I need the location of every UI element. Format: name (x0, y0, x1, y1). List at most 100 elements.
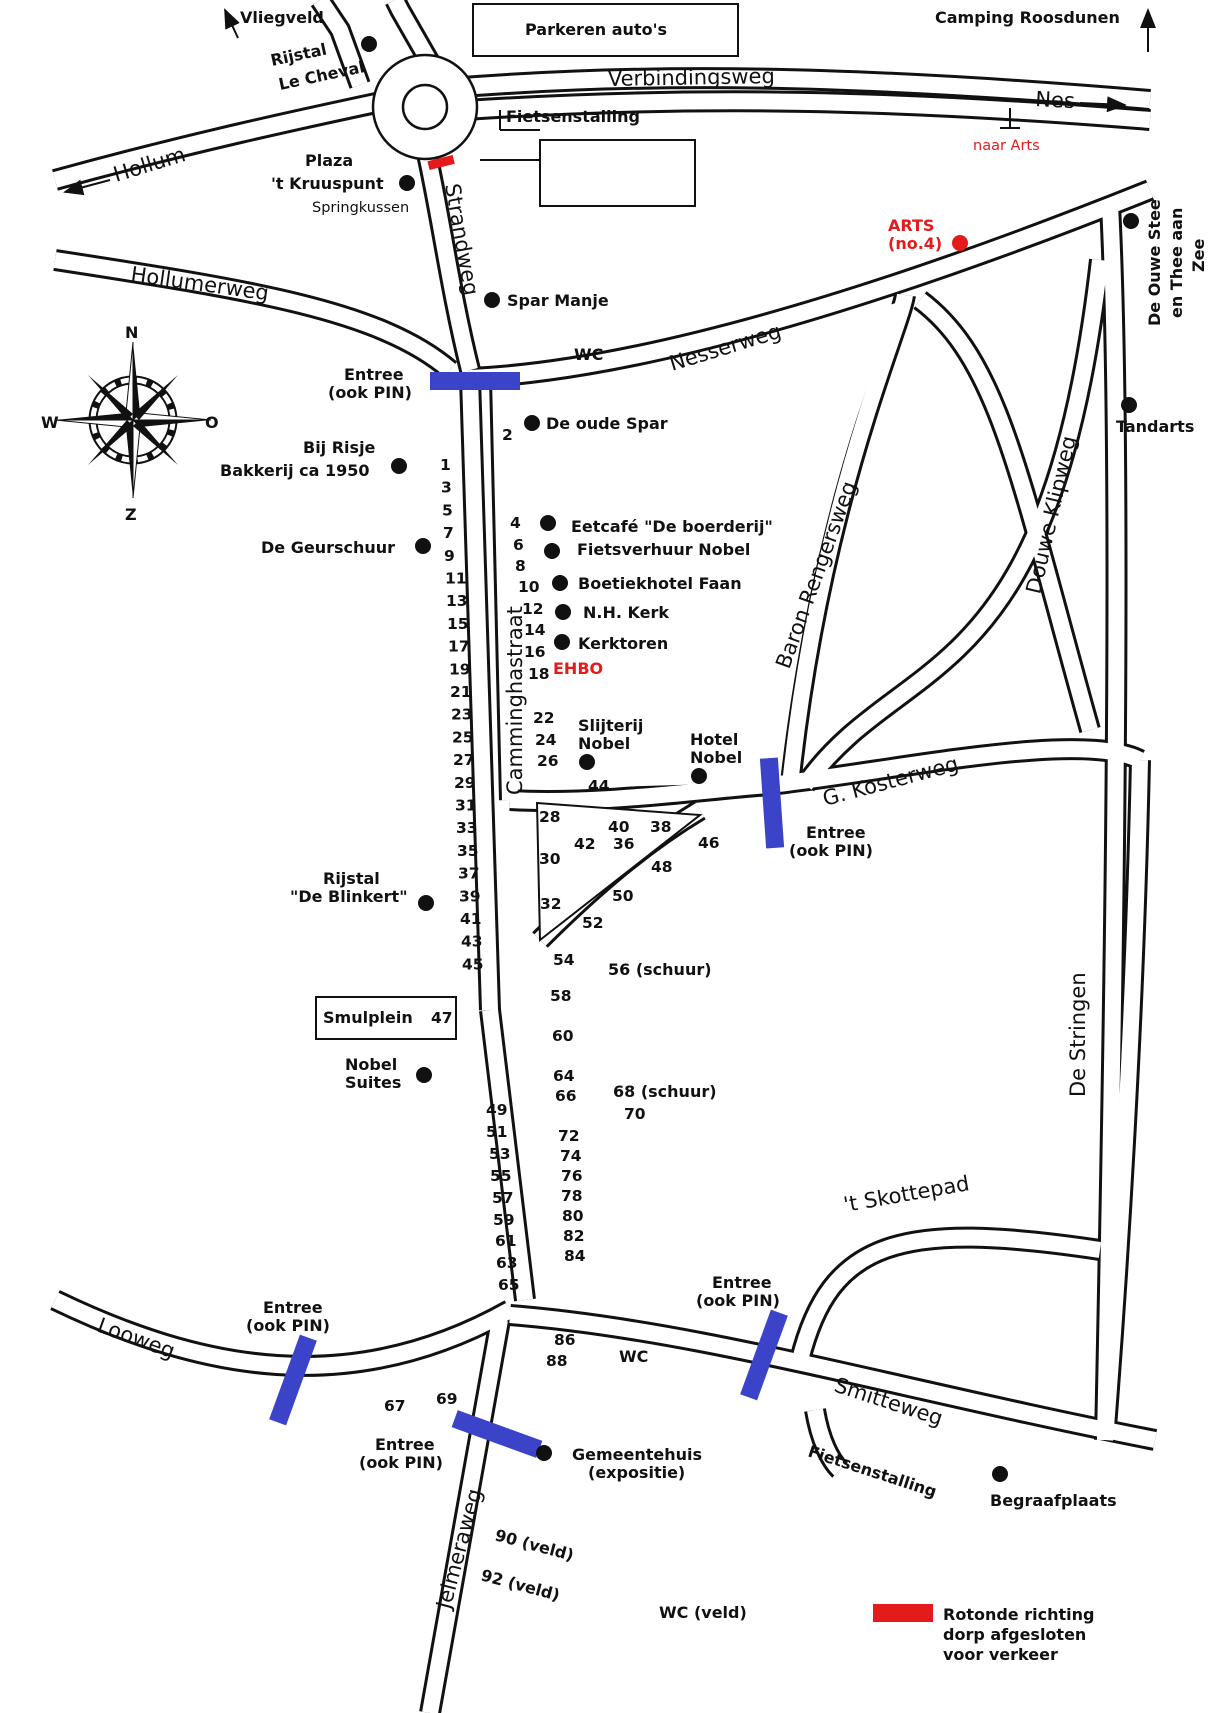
house-number: 43 (461, 933, 483, 951)
label-vliegveld: Vliegveld (240, 8, 324, 27)
road-label-looweg: Looweg (94, 1313, 178, 1363)
entree-label-5a: Entree (375, 1435, 435, 1454)
label-veld90: 90 (veld) (493, 1526, 576, 1565)
compass-n: N (125, 323, 138, 342)
dot-oude-spar (524, 415, 540, 431)
house-number: 53 (489, 1145, 511, 1163)
entrance-bar-smitteweg (740, 1309, 788, 1401)
dot-gemeente (536, 1445, 552, 1461)
dot-ouwe (1123, 213, 1139, 229)
label-tandarts: Tandarts (1116, 417, 1194, 436)
label-fietsenstalling: Fietsenstalling (506, 107, 640, 126)
label-smulplein: Smulplein (323, 1008, 413, 1027)
entree-label-4b: (ook PIN) (246, 1316, 330, 1335)
label-hotel2: Nobel (690, 748, 742, 767)
label-parkeren: Parkeren auto's (525, 20, 667, 39)
house-number: 25 (452, 728, 474, 746)
legend-line3: voor verkeer (943, 1645, 1058, 1664)
house-number: 76 (561, 1167, 583, 1185)
label-risje2: Bakkerij ca 1950 (220, 461, 370, 480)
closed-road-bar (427, 154, 455, 170)
label-veld92: 92 (veld) (479, 1566, 562, 1605)
dot-blinkert (418, 895, 434, 911)
house-number: 31 (455, 797, 477, 815)
house-number: 5 (442, 501, 453, 519)
entree-label-1a: Entree (344, 365, 404, 384)
house-number: 37 (458, 865, 480, 883)
house-number: 58 (550, 987, 572, 1005)
entree-label-4a: Entree (263, 1298, 323, 1317)
house-number: 67 (384, 1397, 406, 1415)
house-number: 29 (454, 774, 476, 792)
house-number: 42 (574, 835, 596, 853)
label-eetcafe: Eetcafé "De boerderij" (571, 517, 773, 536)
fietsenstalling-line (480, 110, 540, 161)
dot-spar-manje (484, 292, 500, 308)
dot-arts (952, 235, 968, 251)
label-gemeente2: (expositie) (588, 1463, 685, 1482)
dot-slijterij (579, 754, 595, 770)
label-wc-veld: WC (veld) (659, 1603, 747, 1622)
dot-eetcafe (540, 515, 556, 531)
road-label-stringen: De Stringen (1066, 972, 1090, 1097)
label-ouwe2: en Thee aan (1167, 208, 1186, 318)
label-slijterij2: Nobel (578, 734, 630, 753)
house-number: 36 (613, 835, 635, 853)
house-number: 1 (440, 456, 451, 474)
entrance-bar-kosterweg (759, 757, 785, 849)
house-number: 26 (537, 752, 559, 770)
entree-label-2a: Entree (806, 823, 866, 842)
road-label-cammingha: Camminghastraat (503, 606, 527, 795)
label-spar-manje: Spar Manje (507, 291, 609, 310)
dot-boetiek (552, 575, 568, 591)
house-number: 80 (562, 1207, 584, 1225)
poi-dots (361, 36, 1139, 1482)
road-label-nes: Nes (1035, 87, 1076, 113)
house-number: 11 (445, 570, 467, 588)
house-number: 8 (515, 557, 526, 575)
entrance-bar-nesserweg (430, 372, 520, 390)
entree-label-2b: (ook PIN) (789, 841, 873, 860)
house-number: 88 (546, 1352, 568, 1370)
house-number: 66 (555, 1087, 577, 1105)
label-gemeente1: Gemeentehuis (572, 1445, 702, 1464)
house-number: 30 (539, 850, 561, 868)
entree-label-1b: (ook PIN) (328, 383, 412, 402)
road-label-hollumerweg: Hollumerweg (129, 262, 270, 305)
label-geurschuur: De Geurschuur (261, 538, 395, 557)
house-number: 50 (612, 887, 634, 905)
house-numbers: 1357911131517192123252729313335373941434… (384, 426, 720, 1415)
house-number: 9 (444, 547, 455, 565)
dot-risje (391, 458, 407, 474)
house-number: 13 (446, 592, 468, 610)
house-number: 82 (563, 1227, 585, 1245)
house-number: 74 (560, 1147, 582, 1165)
compass-w: W (41, 413, 59, 432)
compass-z: Z (125, 505, 137, 524)
house-number: 41 (460, 910, 482, 928)
building-box (539, 139, 696, 207)
label-naar-arts: naar Arts (973, 138, 1040, 154)
entree-label-5b: (ook PIN) (359, 1453, 443, 1472)
label-kerktoren: Kerktoren (578, 634, 668, 653)
house-number: 55 (490, 1167, 512, 1185)
label-springkussen: Springkussen (312, 200, 409, 216)
dot-plaza (399, 175, 415, 191)
house-number: 84 (564, 1247, 586, 1265)
entree-label-3a: Entree (712, 1273, 772, 1292)
house-number: 86 (554, 1331, 576, 1349)
entrance-bar-jelmeraweg (451, 1410, 543, 1458)
house-number: 2 (502, 426, 513, 444)
label-arts1: ARTS (888, 216, 934, 235)
house-number: 33 (456, 819, 478, 837)
label-risje1: Bij Risje (303, 438, 376, 457)
legend-line1: Rotonde richting (943, 1605, 1094, 1624)
triangle-block (535, 801, 703, 943)
label-nobel-suites2: Suites (345, 1073, 401, 1092)
house-number: 21 (450, 683, 472, 701)
label-boetiek: Boetiekhotel Faan (578, 574, 742, 593)
compass-o: O (205, 413, 219, 432)
house-number: 17 (448, 638, 470, 656)
house-number: 35 (457, 842, 479, 860)
